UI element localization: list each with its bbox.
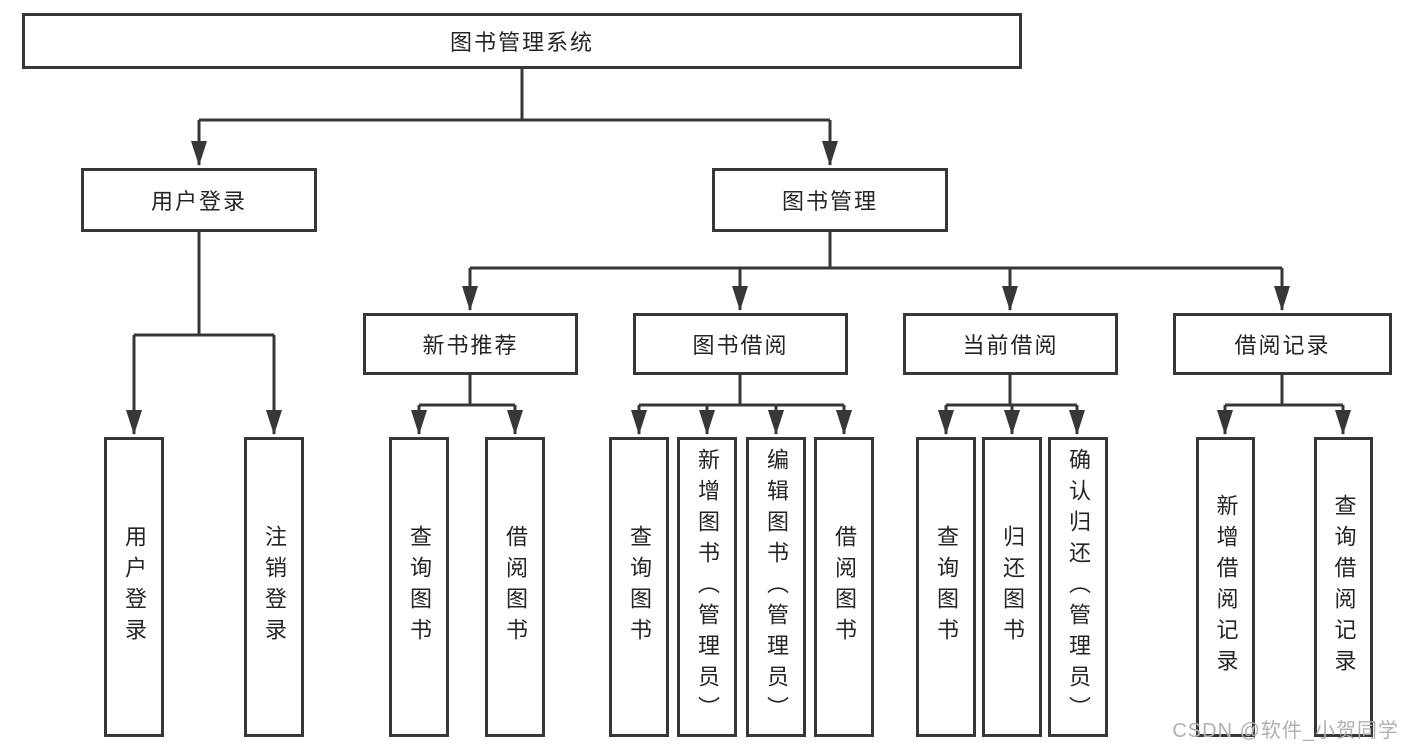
node-current-borrowing: 当前借阅 bbox=[903, 313, 1118, 375]
node-book-management: 图书管理 bbox=[712, 168, 948, 232]
watermark-text: CSDN @软件_小贺同学 bbox=[1172, 720, 1399, 742]
node-new-book-recommendation: 新书推荐 bbox=[363, 313, 578, 375]
node-label: 新书推荐 bbox=[422, 333, 519, 358]
node-label: 查询图书 bbox=[627, 525, 652, 649]
node-leaf-user-login: 用户登录 bbox=[104, 437, 164, 737]
node-label: 图书管理系统 bbox=[449, 30, 594, 55]
node-leaf-query-borrow-record: 查询借阅记录 bbox=[1314, 437, 1373, 737]
node-leaf-return-books: 归还图书 bbox=[982, 437, 1042, 737]
node-leaf-query-books-recommend: 查询图书 bbox=[389, 437, 449, 737]
node-leaf-borrow-books: 借阅图书 bbox=[814, 437, 874, 737]
node-label: 借阅图书 bbox=[832, 525, 857, 649]
node-label: 查询图书 bbox=[407, 525, 432, 649]
node-label: 新增图书（管理员） bbox=[695, 447, 720, 727]
node-user-login: 用户登录 bbox=[81, 168, 317, 232]
node-label: 用户登录 bbox=[122, 525, 147, 649]
node-label: 注销登录 bbox=[262, 525, 287, 649]
node-leaf-query-books-borrowing: 查询图书 bbox=[609, 437, 669, 737]
node-leaf-add-books-admin: 新增图书（管理员） bbox=[677, 437, 737, 737]
node-label: 归还图书 bbox=[1000, 525, 1025, 649]
node-label: 确认归还（管理员） bbox=[1066, 447, 1091, 727]
node-label: 用户登录 bbox=[150, 189, 247, 214]
node-leaf-borrow-books-recommend: 借阅图书 bbox=[485, 437, 545, 737]
node-label: 图书借阅 bbox=[692, 333, 789, 358]
node-label: 查询借阅记录 bbox=[1331, 494, 1357, 680]
node-label: 新增借阅记录 bbox=[1213, 494, 1239, 680]
node-label: 查询图书 bbox=[934, 525, 959, 649]
node-library-management-system: 图书管理系统 bbox=[22, 13, 1022, 69]
node-label: 借阅图书 bbox=[503, 525, 528, 649]
node-leaf-confirm-return-admin: 确认归还（管理员） bbox=[1048, 437, 1108, 737]
node-leaf-add-borrow-record: 新增借阅记录 bbox=[1196, 437, 1255, 737]
node-label: 借阅记录 bbox=[1234, 333, 1331, 358]
node-leaf-edit-books-admin: 编辑图书（管理员） bbox=[746, 437, 806, 737]
node-book-borrowing: 图书借阅 bbox=[633, 313, 848, 375]
node-label: 编辑图书（管理员） bbox=[764, 447, 789, 727]
node-leaf-logout: 注销登录 bbox=[244, 437, 304, 737]
node-leaf-query-books-current: 查询图书 bbox=[916, 437, 976, 737]
node-label: 当前借阅 bbox=[962, 333, 1059, 358]
node-borrowing-records: 借阅记录 bbox=[1173, 313, 1392, 375]
node-label: 图书管理 bbox=[781, 189, 878, 214]
